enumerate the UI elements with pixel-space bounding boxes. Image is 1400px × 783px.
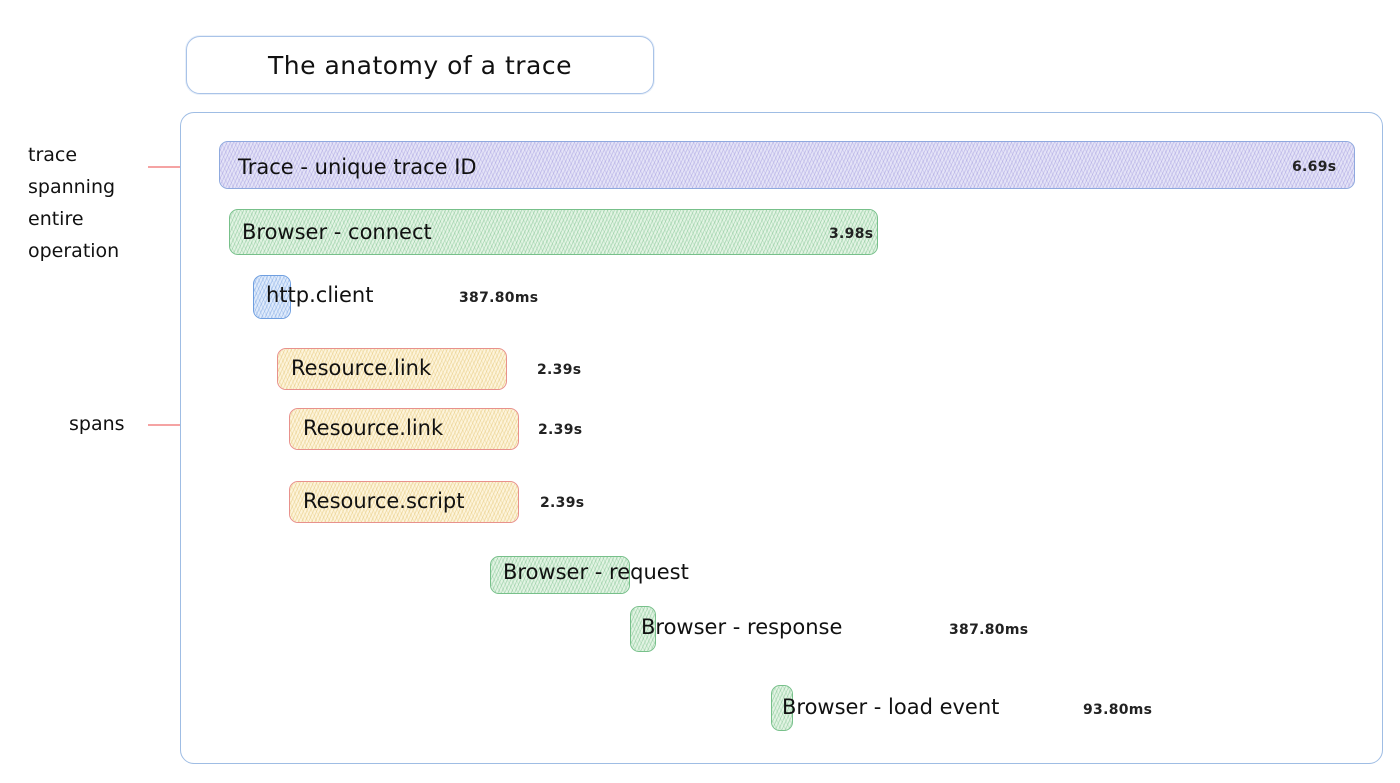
span-label-http-client: http.client bbox=[266, 283, 374, 307]
span-bar-fill bbox=[631, 607, 655, 651]
span-duration-resource-link-2: 2.39s bbox=[538, 422, 583, 438]
span-label-trace-root: Trace - unique trace ID bbox=[238, 155, 477, 179]
span-duration-browser-response: 387.80ms bbox=[949, 622, 1029, 638]
trace-bracket-connector bbox=[148, 166, 204, 168]
span-label-resource-link-1: Resource.link bbox=[291, 356, 432, 380]
spans-bracket-connector bbox=[148, 424, 204, 426]
span-label-browser-connect: Browser - connect bbox=[242, 220, 432, 244]
span-duration-trace-root: 6.69s bbox=[1292, 159, 1337, 175]
span-duration-browser-load-event: 93.80ms bbox=[1083, 702, 1153, 718]
span-bar-fill bbox=[220, 142, 1354, 188]
span-bar-fill bbox=[772, 686, 792, 730]
span-duration-browser-connect: 3.98s bbox=[829, 226, 874, 242]
span-duration-http-client: 387.80ms bbox=[459, 290, 539, 306]
page-title: The anatomy of a trace bbox=[268, 50, 572, 80]
span-duration-resource-link-1: 2.39s bbox=[537, 362, 582, 378]
span-bar-resource-link-1[interactable] bbox=[277, 348, 507, 390]
span-bar-browser-connect[interactable] bbox=[229, 209, 878, 255]
trace-annotation-label: trace spanning entire operation bbox=[28, 144, 120, 262]
span-bar-browser-response[interactable] bbox=[630, 606, 656, 652]
span-bar-fill bbox=[278, 349, 506, 389]
span-bar-resource-link-2[interactable] bbox=[289, 408, 519, 450]
span-bar-browser-load-event[interactable] bbox=[771, 685, 793, 731]
span-bar-fill bbox=[290, 482, 518, 522]
span-label-browser-request: Browser - request bbox=[503, 560, 689, 584]
span-label-browser-load-event: Browser - load event bbox=[782, 695, 1000, 719]
span-bar-fill bbox=[230, 210, 877, 254]
span-bar-browser-request[interactable] bbox=[490, 556, 630, 594]
span-bar-http-client[interactable] bbox=[253, 275, 291, 319]
span-bar-trace-root[interactable] bbox=[219, 141, 1355, 189]
span-label-resource-link-2: Resource.link bbox=[303, 416, 444, 440]
span-label-browser-response: Browser - response bbox=[641, 615, 843, 639]
span-bar-fill bbox=[290, 409, 518, 449]
title-box: The anatomy of a trace bbox=[186, 36, 654, 94]
span-duration-resource-script: 2.39s bbox=[540, 495, 585, 511]
span-bar-fill bbox=[491, 557, 629, 593]
span-bar-fill bbox=[254, 276, 290, 318]
span-label-resource-script: Resource.script bbox=[303, 489, 465, 513]
spans-annotation-label: spans bbox=[69, 413, 125, 435]
span-bar-resource-script[interactable] bbox=[289, 481, 519, 523]
